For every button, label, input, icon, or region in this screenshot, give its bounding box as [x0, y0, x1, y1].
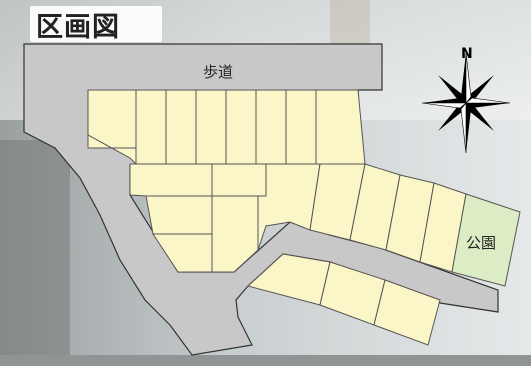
sidewalk-label: 歩道: [203, 63, 233, 81]
compass-rose-icon: [421, 52, 511, 154]
lot-upper-3: [165, 89, 197, 165]
lot-mid-4: [211, 163, 267, 197]
map-title: 区画図: [36, 11, 120, 43]
lot-lower-3: [373, 279, 441, 346]
map-title-box: 区画図: [30, 6, 162, 43]
lot-mid-5: [211, 195, 259, 273]
lot-upper-2: [135, 89, 167, 165]
lot-upper-5: [225, 89, 257, 165]
lot-mid-1: [129, 163, 213, 197]
lot-upper-6: [255, 89, 287, 165]
park-label: 公園: [466, 234, 496, 252]
lot-mid-2: [145, 195, 213, 235]
north-label: N: [461, 46, 473, 62]
lot-upper-8: [315, 89, 366, 165]
lot-upper-7: [285, 89, 317, 165]
park-area: [451, 193, 521, 287]
lot-upper-4: [195, 89, 227, 165]
